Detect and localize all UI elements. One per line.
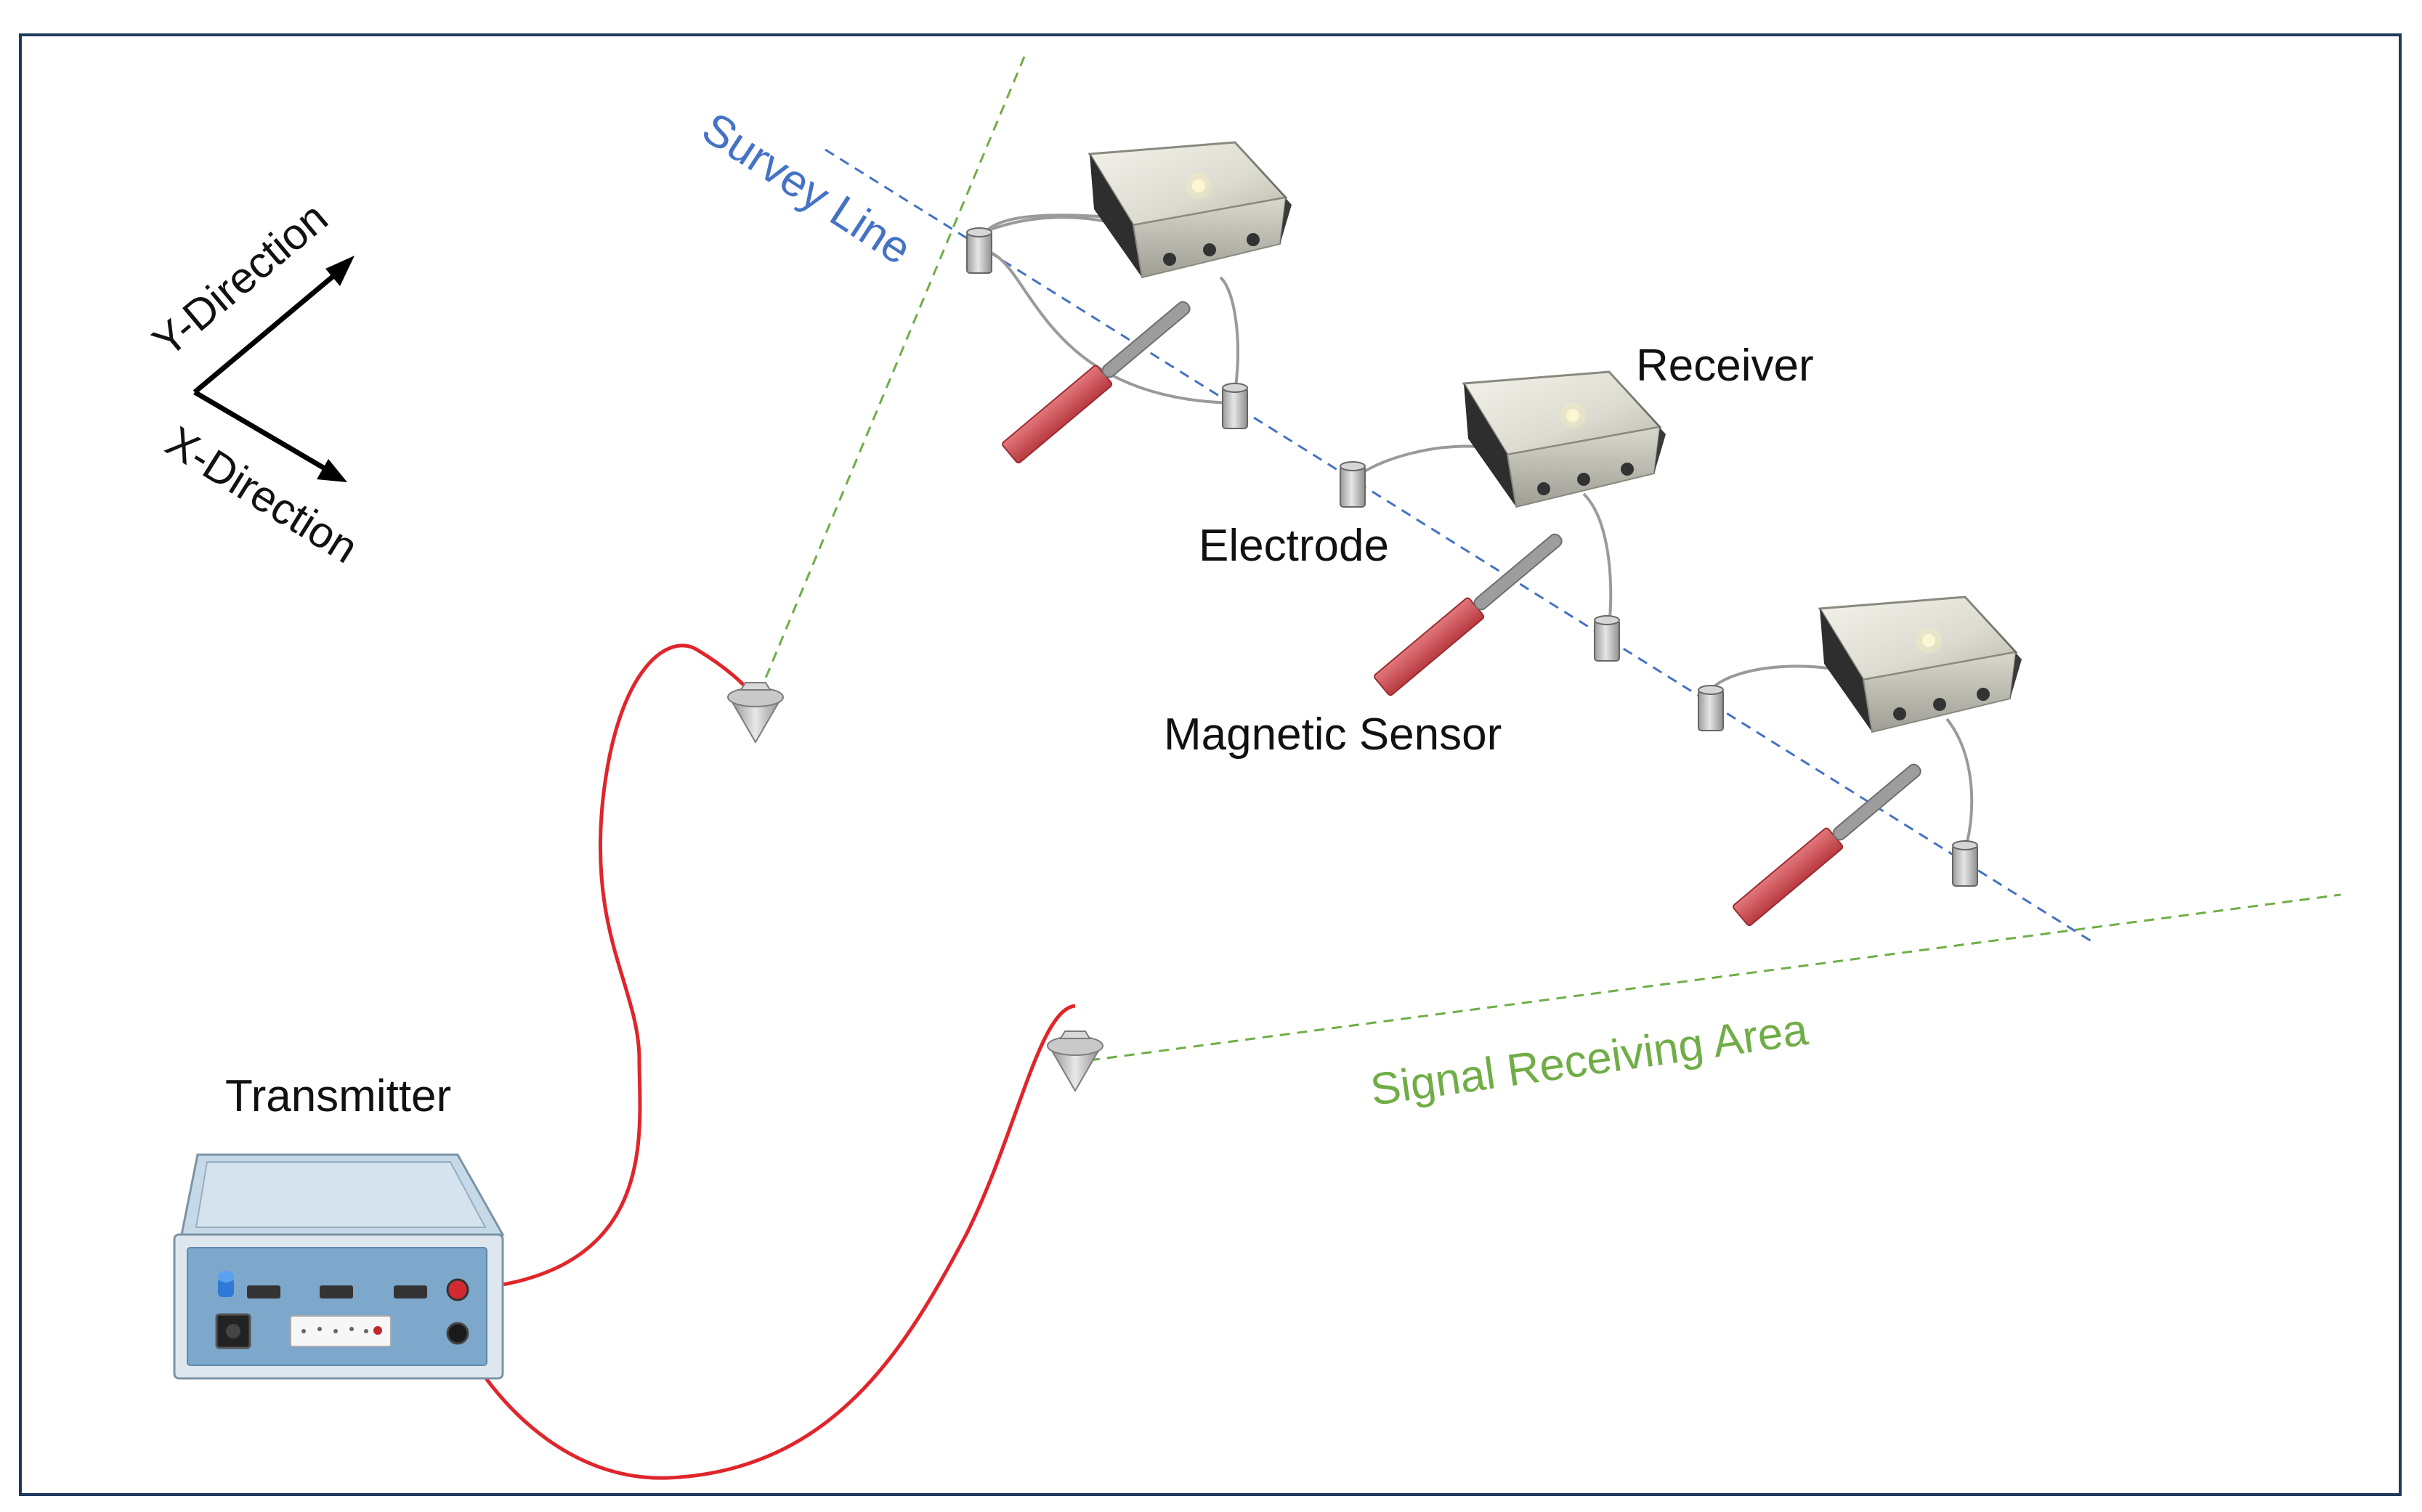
receiver-label: Receiver	[1636, 341, 1814, 391]
transmitter-unit	[173, 1153, 505, 1380]
survey-line	[825, 148, 2094, 944]
electrode-3a	[1698, 685, 1724, 731]
y-direction-arrow	[193, 270, 340, 394]
signal-area-boundary-lower	[1089, 893, 2341, 1062]
magnetic-sensor-label: Magnetic Sensor	[1164, 710, 1502, 760]
electrode-2a	[1340, 461, 1366, 508]
electrode-3b	[1952, 840, 1978, 887]
electrode-label: Electrode	[1199, 521, 1389, 571]
electrode-2b	[1594, 615, 1620, 662]
electrode-1a	[966, 227, 992, 274]
transmitter-label: Transmitter	[225, 1071, 451, 1121]
transmitter-cables	[457, 643, 1076, 1480]
direction-axes	[193, 256, 355, 482]
signal-area-boundary-upper	[760, 56, 1026, 689]
x-direction-arrow	[193, 389, 330, 473]
electrode-1b	[1222, 383, 1248, 429]
